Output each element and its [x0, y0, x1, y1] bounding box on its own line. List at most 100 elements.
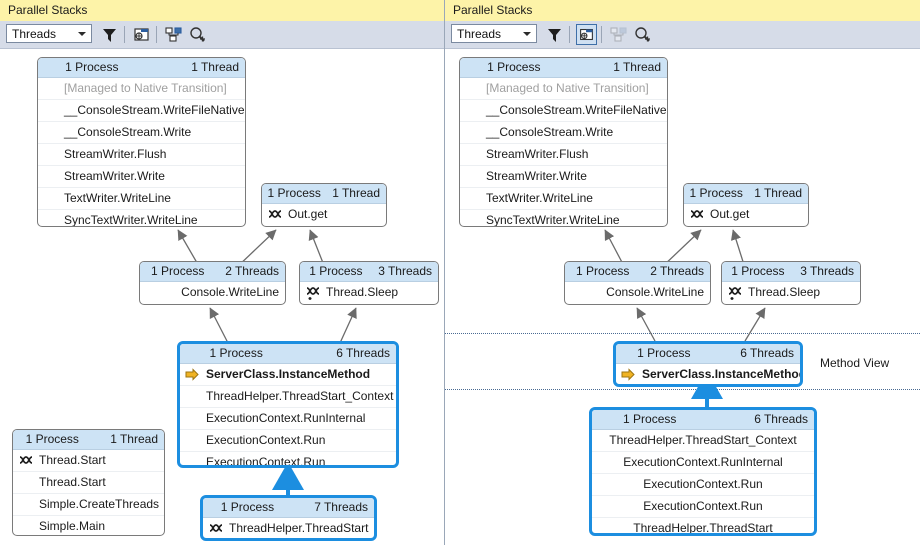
node-header: 1 Process 1 Thread [262, 184, 386, 204]
thread-count: 3 Threads [378, 264, 432, 278]
view-selector-right[interactable]: Threads [451, 24, 537, 43]
stack-frame[interactable]: ThreadHelper.ThreadStart_Context [592, 430, 814, 452]
show-only-flagged-icon[interactable] [131, 24, 152, 45]
stack-frame[interactable]: __ConsoleStream.WriteFileNative [460, 100, 667, 122]
method-view-separator-top [445, 333, 920, 334]
stack-node-console-writeline[interactable]: 1 Process 2 Threads Console.WriteLine [564, 261, 711, 305]
current-frame-arrow-icon [185, 367, 202, 382]
thread-count: 1 Thread [754, 186, 802, 200]
stack-frame-label: Thread.Start [39, 453, 106, 467]
stack-frame-label: Thread.Sleep [748, 285, 821, 299]
stack-frame-label: Thread.Sleep [326, 285, 399, 299]
stack-frame-current[interactable]: ServerClass.InstanceMethod [616, 364, 803, 384]
method-view-icon[interactable] [163, 24, 184, 45]
stack-node-server-class-instance-method[interactable]: 1 Process 6 Threads ServerClass.Instance… [613, 341, 803, 387]
stack-node-console-writeline[interactable]: 1 Process 2 Threads Console.WriteLine [139, 261, 286, 305]
node-header: 1 Process 1 Thread [684, 184, 808, 204]
panel-divider[interactable] [444, 0, 445, 545]
toolbar-left: Threads [0, 21, 444, 49]
stack-frame[interactable]: __ConsoleStream.Write [460, 122, 667, 144]
stack-frame-label: Out.get [288, 207, 328, 221]
stack-frame[interactable]: SyncTextWriter.WriteLine [38, 210, 245, 227]
stack-frame[interactable]: Out.get [262, 204, 386, 225]
stack-frame[interactable]: StreamWriter.Write [38, 166, 245, 188]
stack-frame[interactable]: __ConsoleStream.WriteFileNative [38, 100, 245, 122]
process-count: 1 Process [151, 264, 205, 278]
method-view-icon[interactable] [608, 24, 629, 45]
panel-title-right: Parallel Stacks [453, 3, 533, 17]
stack-frame[interactable]: StreamWriter.Flush [38, 144, 245, 166]
auto-scroll-icon[interactable] [632, 24, 653, 45]
stack-frame-label: __ConsoleStream.Write [486, 125, 614, 139]
stack-frame-label: ThreadHelper.ThreadStart [229, 521, 369, 535]
stack-frame[interactable]: ThreadHelper.ThreadStart_Context [180, 386, 396, 408]
stack-frame[interactable]: ExecutionContext.Run [592, 474, 814, 496]
stack-frame[interactable]: TextWriter.WriteLine [460, 188, 667, 210]
stack-node-thread-sleep[interactable]: 1 Process 3 Threads Thread.Sleep [721, 261, 861, 305]
auto-scroll-icon[interactable] [187, 24, 208, 45]
view-selector-left[interactable]: Threads [6, 24, 92, 43]
view-selector-value-right: Threads [457, 27, 502, 41]
stack-frame[interactable]: ExecutionContext.Run [180, 430, 396, 452]
stack-node-thread-sleep[interactable]: 1 Process 3 Threads Thread.Sleep [299, 261, 439, 305]
stack-frame[interactable]: Thread.Start [13, 450, 164, 472]
process-count: 1 Process [309, 264, 363, 278]
stack-frame-label: SyncTextWriter.WriteLine [64, 213, 198, 227]
chevron-down-icon [78, 32, 86, 36]
process-count: 1 Process [623, 412, 677, 426]
threads-icon [689, 207, 706, 222]
stack-frame[interactable]: Console.WriteLine [565, 282, 710, 303]
stack-frame[interactable]: ExecutionContext.RunInternal [180, 408, 396, 430]
thread-count: 1 Thread [191, 60, 239, 74]
stack-frame[interactable]: ThreadHelper.ThreadStart [203, 518, 374, 538]
stack-frame-label: TextWriter.WriteLine [486, 191, 593, 205]
stack-node-callees[interactable]: 1 Process 6 Threads ThreadHelper.ThreadS… [589, 407, 817, 536]
thread-count: 1 Thread [613, 60, 661, 74]
stack-node-console-top[interactable]: 1 Process 1 Thread [Managed to Native Tr… [37, 57, 246, 227]
stack-frame[interactable]: TextWriter.WriteLine [38, 188, 245, 210]
stack-frame[interactable]: [Managed to Native Transition] [38, 78, 245, 100]
show-only-flagged-icon[interactable] [576, 24, 597, 45]
stack-frame[interactable]: Thread.Sleep [722, 282, 860, 303]
view-selector-value-left: Threads [12, 27, 57, 41]
stack-frame[interactable]: __ConsoleStream.Write [38, 122, 245, 144]
process-count: 1 Process [65, 60, 119, 74]
stack-frame[interactable]: ExecutionContext.Run [180, 452, 396, 465]
stack-frame[interactable]: Thread.Sleep [300, 282, 438, 303]
title-bar-right: Parallel Stacks [445, 0, 920, 22]
stack-frame[interactable]: Simple.CreateThreads [13, 494, 164, 516]
stack-frame[interactable]: SyncTextWriter.WriteLine [460, 210, 667, 226]
stack-frame[interactable]: Console.WriteLine [140, 282, 285, 303]
filter-icon[interactable] [544, 24, 565, 45]
stack-node-server-class-instance-method[interactable]: 1 Process 6 Threads ServerClass.Instance… [177, 341, 399, 468]
process-count: 1 Process [637, 346, 691, 360]
stack-node-threadhelper-threadstart[interactable]: 1 Process 7 Threads ThreadHelper.ThreadS… [200, 495, 377, 541]
stack-frame[interactable]: ExecutionContext.RunInternal [592, 452, 814, 474]
node-header: 1 Process 3 Threads [722, 262, 860, 282]
node-header: 1 Process 1 Thread [38, 58, 245, 78]
toolbar-separator-2 [156, 26, 157, 43]
process-count: 1 Process [689, 186, 743, 200]
stack-frame[interactable]: StreamWriter.Flush [460, 144, 667, 166]
thread-count: 2 Threads [650, 264, 704, 278]
stack-frame-label: ExecutionContext.Run [206, 433, 326, 447]
stack-node-console-top[interactable]: 1 Process 1 Thread [Managed to Native Tr… [459, 57, 668, 227]
stack-frame[interactable]: Out.get [684, 204, 808, 225]
stack-frame-current[interactable]: ServerClass.InstanceMethod [180, 364, 396, 386]
stack-frame[interactable]: Thread.Start [13, 472, 164, 494]
stack-frame[interactable]: StreamWriter.Write [460, 166, 667, 188]
stack-frame[interactable]: ExecutionContext.Run [592, 496, 814, 518]
threads-plus-icon [305, 285, 322, 300]
stack-frame-label: StreamWriter.Flush [486, 147, 589, 161]
stack-frame[interactable]: Simple.Main [13, 516, 164, 535]
stack-frame-label: TextWriter.WriteLine [64, 191, 171, 205]
stack-node-main-thread[interactable]: 1 Process 1 Thread Thread.Start Thread.S… [12, 429, 165, 536]
stack-node-out-get[interactable]: 1 Process 1 Thread Out.get [261, 183, 387, 227]
stack-frame-label: __ConsoleStream.Write [64, 125, 192, 139]
filter-icon[interactable] [99, 24, 120, 45]
stack-node-out-get[interactable]: 1 Process 1 Thread Out.get [683, 183, 809, 227]
stack-frame[interactable]: [Managed to Native Transition] [460, 78, 667, 100]
thread-count: 1 Thread [110, 432, 158, 446]
stack-frame[interactable]: ThreadHelper.ThreadStart [592, 518, 814, 533]
stack-frame-label: ServerClass.InstanceMethod [642, 367, 803, 381]
